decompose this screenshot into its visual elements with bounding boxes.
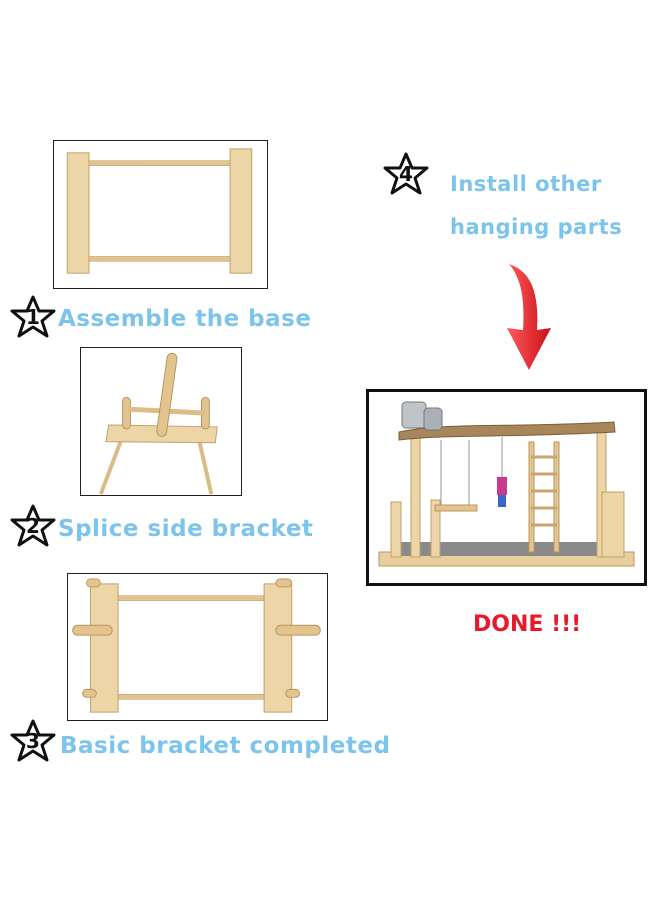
step-3-label: Basic bracket completed — [60, 733, 391, 759]
step-2-label: Splice side bracket — [58, 516, 314, 542]
wood-block — [66, 152, 90, 274]
photo-side-bracket — [80, 347, 242, 496]
step-4-label-line2: hanging parts — [450, 215, 623, 239]
photo-basic-bracket — [67, 573, 328, 721]
step-4-star-icon: 4 — [382, 151, 430, 197]
step-2-number: 2 — [26, 514, 40, 538]
done-label: DONE !!! — [473, 612, 582, 637]
step-1-label: Assemble the base — [58, 306, 312, 332]
photo-assembled-base — [53, 140, 268, 289]
step-2-star-icon: 2 — [9, 503, 57, 549]
step-1-star-icon: 1 — [9, 294, 57, 340]
step-4-number: 4 — [399, 162, 413, 186]
step-1-number: 1 — [26, 305, 40, 329]
photo-finished-playstand — [366, 389, 647, 586]
step-3-number: 3 — [26, 729, 40, 753]
dowel-rod — [83, 256, 233, 262]
dowel-rod — [83, 160, 233, 166]
wood-block — [229, 148, 253, 274]
step-3-star-icon: 3 — [9, 718, 57, 764]
down-arrow-icon — [505, 260, 555, 372]
step-4-label-line1: Install other — [450, 172, 602, 196]
